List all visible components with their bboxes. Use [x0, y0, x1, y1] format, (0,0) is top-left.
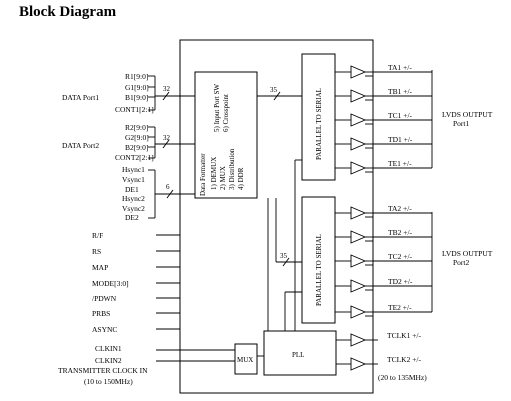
sync-vsync2: Vsync2: [122, 204, 145, 213]
mux-label: MUX: [237, 356, 253, 364]
port1-g-label: G1[9:0]: [125, 83, 149, 92]
control-pin-label: MAP: [92, 263, 108, 272]
pll-block: [263, 330, 337, 376]
control-pin-label: RS: [92, 247, 101, 256]
clkout-buffer-icon: [350, 333, 367, 347]
formatter-item-3: 3) Distribution: [228, 148, 236, 190]
port2-output-4-label: TD2 +/-: [388, 277, 413, 286]
bus-top-width: 35: [270, 86, 278, 94]
sync-vsync1: Vsync1: [122, 175, 145, 184]
sync-hsync1: Hsync1: [122, 165, 145, 174]
control-pin-label: PRBS: [92, 309, 110, 318]
bus-bottom-width: 35: [280, 252, 288, 260]
clkin1-label: CLKIN1: [95, 344, 122, 353]
mux-block: [234, 343, 258, 375]
port1-b-label: B1[9:0]: [125, 93, 148, 102]
sync-de1: DE1: [125, 185, 139, 194]
port1-output-5-label: TE1 +/-: [388, 159, 412, 168]
port2-output-5-label: TE2 +/-: [388, 303, 412, 312]
clkin2-label: CLKIN2: [95, 356, 122, 365]
control-pin-label: MODE[3:0]: [92, 279, 129, 288]
port1-output-1-label: TA1 +/-: [388, 63, 412, 72]
port1-output-5-buffer-icon: [350, 161, 367, 175]
formatter-item-6: 6) Crosspoint: [222, 94, 230, 132]
sync-bus-slash: [166, 189, 174, 199]
clkout-buffer-icon: [350, 357, 367, 371]
port2-cont-label: CONT2[2:1]: [115, 153, 154, 162]
formatter-item-2: 2) MUX: [219, 166, 227, 190]
sync-de2: DE2: [125, 213, 139, 222]
clkout-label: TCLK1 +/-: [387, 331, 422, 340]
port1-cont-label: CONT1[2:1]: [115, 105, 154, 114]
port2-bus-slash: [162, 139, 170, 149]
port1-output-1-buffer-icon: [350, 65, 367, 79]
lvds2-label-2: Port2: [453, 258, 470, 267]
control-pin-label: /PDWN: [92, 294, 117, 303]
port2-g-label: G2[9:0]: [125, 133, 149, 142]
sync-hsync2: Hsync2: [122, 194, 145, 203]
p2s-bottom-label: PARALLEL TO SERIAL: [315, 234, 323, 306]
port1-output-3-label: TC1 +/-: [388, 111, 413, 120]
port2-r-label: R2[9:0]: [125, 123, 148, 132]
clkout-label: TCLK2 +/-: [387, 355, 422, 364]
port2-output-1-label: TA2 +/-: [388, 204, 412, 213]
formatter-title: Data Formatter: [199, 153, 207, 196]
bus-bottom-slash: [282, 257, 290, 267]
formatter-item-1: 1) DEMUX: [210, 157, 218, 190]
clock-in-label: TRANSMITTER CLOCK IN: [58, 366, 148, 375]
port1-output-3-buffer-icon: [350, 113, 367, 127]
p2s-top-block: [301, 53, 336, 181]
clkout-range: (20 to 135MHz): [378, 373, 427, 382]
port2-b-label: B2[9:0]: [125, 143, 148, 152]
port2-output-3-buffer-icon: [350, 254, 367, 268]
lvds1-label-2: Port1: [453, 119, 470, 128]
clock-in-range: (10 to 150MHz): [84, 377, 133, 386]
port2-output-1-buffer-icon: [350, 206, 367, 220]
port1-bus-width: 32: [163, 85, 171, 93]
lvds2-label-1: LVDS OUTPUT: [442, 249, 493, 258]
pll-label: PLL: [292, 351, 304, 359]
port1-r-label: R1[9:0]: [125, 72, 148, 81]
port1-output-2-label: TB1 +/-: [388, 87, 413, 96]
formatter-item-4: 4) DDR: [237, 167, 245, 190]
data-formatter-block: [194, 71, 258, 199]
formatter-item-5: 5) Input Port SW: [213, 84, 221, 132]
port2-output-5-buffer-icon: [350, 305, 367, 319]
lvds1-label-1: LVDS OUTPUT: [442, 110, 493, 119]
control-pin-label: R/F: [92, 231, 103, 240]
port1-bus-slash: [162, 91, 170, 101]
bus-top-slash: [273, 91, 281, 101]
port1-label: DATA Port1: [62, 93, 99, 102]
diagram-title: Block Diagram: [19, 4, 117, 20]
port2-output-4-buffer-icon: [350, 279, 367, 293]
control-pin-label: ASYNC: [92, 325, 117, 334]
p2s-top-label: PARALLEL TO SERIAL: [315, 88, 323, 160]
port2-bus-width: 32: [163, 134, 171, 142]
port2-label: DATA Port2: [62, 141, 99, 150]
p2s-bottom-block: [301, 196, 336, 324]
port1-output-4-label: TD1 +/-: [388, 135, 413, 144]
port1-output-2-buffer-icon: [350, 89, 367, 103]
port2-output-2-label: TB2 +/-: [388, 228, 413, 237]
port2-output-2-buffer-icon: [350, 230, 367, 244]
port1-output-4-buffer-icon: [350, 137, 367, 151]
sync-bus-width: 6: [166, 183, 170, 191]
port2-output-3-label: TC2 +/-: [388, 252, 413, 261]
